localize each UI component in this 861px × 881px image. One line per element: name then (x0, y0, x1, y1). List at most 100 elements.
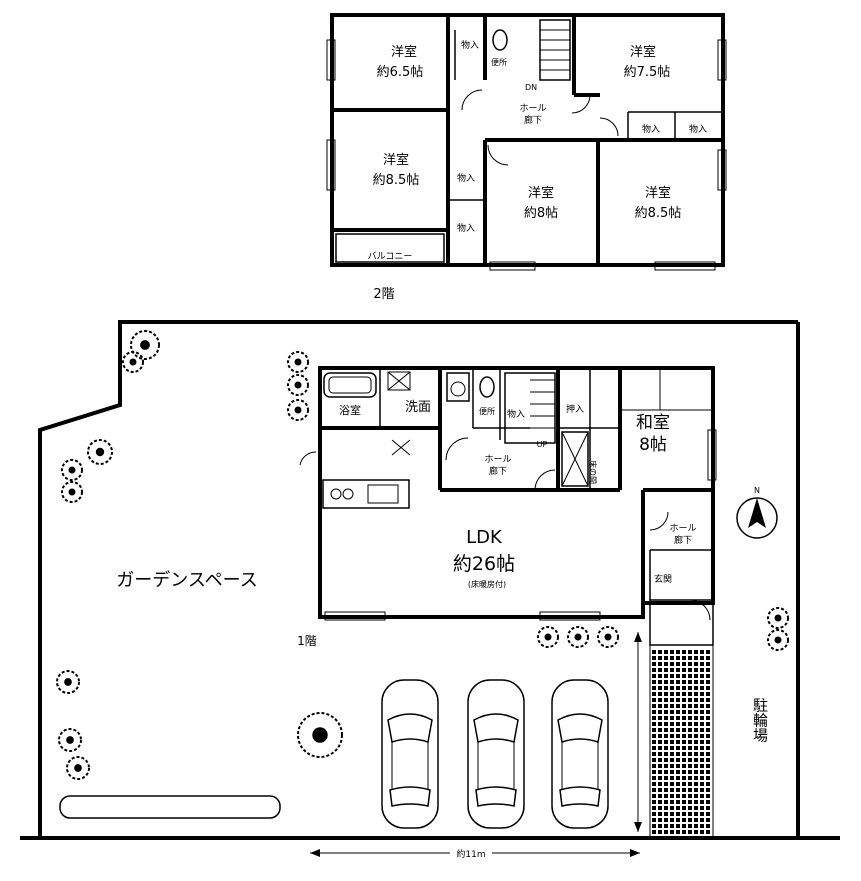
paving-tile (664, 722, 668, 726)
paving-tile (658, 722, 662, 726)
site-width-dimension: 約11m (456, 848, 485, 860)
closet-label: 物入 (457, 222, 475, 234)
paving-tile (652, 674, 656, 678)
paving-tile (676, 806, 680, 810)
paving-tile (658, 668, 662, 672)
paving-tile (652, 764, 656, 768)
paving-tile (670, 692, 674, 696)
closet-label: 物入 (689, 123, 707, 135)
paving-tile (652, 692, 656, 696)
toilet-label: 便所 (479, 406, 495, 416)
paving-tile (694, 668, 698, 672)
paving-tile (664, 788, 668, 792)
room-c-name: 洋室 (528, 185, 554, 201)
paving-tile (652, 770, 656, 774)
paving-tile (688, 728, 692, 732)
paving-tile (706, 752, 710, 756)
paving-tile (658, 680, 662, 684)
paving-tile (664, 734, 668, 738)
paving-tile (676, 704, 680, 708)
paving-tile (700, 758, 704, 762)
paving-tile (664, 746, 668, 750)
paving-tile (658, 692, 662, 696)
paving-tile (676, 782, 680, 786)
paving-tile (694, 746, 698, 750)
paving-tile (670, 680, 674, 684)
paving-tile (652, 650, 656, 654)
paving-tile (670, 830, 674, 834)
paving-tile (682, 770, 686, 774)
hall-label: ホール (484, 454, 511, 465)
approach-path (649, 644, 714, 839)
paving-tile (694, 758, 698, 762)
tree (287, 374, 309, 396)
paving-tile (670, 806, 674, 810)
paving-tile (652, 782, 656, 786)
paving-tile (658, 776, 662, 780)
dimension-lines: 約11m (310, 632, 642, 860)
paving-tile (664, 662, 668, 666)
washitsu-name: 和室 (636, 413, 670, 433)
paving-tile (658, 728, 662, 732)
paving-tile (664, 692, 668, 696)
paving-tile (658, 824, 662, 828)
tree (767, 629, 789, 651)
paving-tile (694, 710, 698, 714)
room-nw-size: 約6.5帖 (377, 65, 424, 80)
paving-tile (664, 716, 668, 720)
paving-tile (652, 734, 656, 738)
paving-tile (676, 746, 680, 750)
paving-tile (670, 728, 674, 732)
paving-tile (670, 722, 674, 726)
paving-tile (706, 794, 710, 798)
paving-tile (670, 818, 674, 822)
tree (297, 712, 343, 758)
closet-label: 物入 (461, 39, 479, 51)
paving-tile (682, 824, 686, 828)
paving-tile (652, 794, 656, 798)
paving-tile (676, 794, 680, 798)
garden-space-label: ガーデンスペース (116, 570, 257, 591)
room-e-size: 約8.5帖 (635, 206, 682, 221)
down-label: DN (525, 83, 537, 92)
paving-tile (682, 758, 686, 762)
room-w-size: 約8.5帖 (373, 173, 420, 188)
paving-tile (700, 650, 704, 654)
paving-tile (670, 794, 674, 798)
floor1-label: 1階 (297, 633, 317, 648)
tree (56, 670, 80, 694)
paving-tile (700, 734, 704, 738)
paving-tile (682, 818, 686, 822)
paving-tile (658, 764, 662, 768)
paving-tile (670, 650, 674, 654)
paving-tile (670, 710, 674, 714)
paving-tile (700, 782, 704, 786)
paving-tile (706, 698, 710, 702)
paving-tile (706, 650, 710, 654)
paving-tile (670, 758, 674, 762)
room-c-size: 約8帖 (524, 206, 558, 221)
north-label: N (754, 486, 760, 495)
paving-tile (664, 794, 668, 798)
stove (330, 488, 342, 500)
paving-tile (658, 752, 662, 756)
toilet-fixture (492, 29, 508, 51)
paving-tile (682, 776, 686, 780)
paving-tile (652, 806, 656, 810)
paving-tile (676, 650, 680, 654)
paving-tile (688, 812, 692, 816)
paving-tile (706, 668, 710, 672)
paving-tile (670, 770, 674, 774)
tree (767, 607, 789, 629)
paving-tile (706, 710, 710, 714)
paving-tile (700, 800, 704, 804)
paving-tile (652, 740, 656, 744)
paving-tile (670, 788, 674, 792)
paving-tile (658, 686, 662, 690)
paving-tile (706, 722, 710, 726)
room-ne-name: 洋室 (630, 44, 656, 60)
ldk-note: (床暖房付) (468, 579, 506, 589)
paving-tile (694, 704, 698, 708)
washroom-label: 洗面 (405, 400, 431, 415)
paving-tile (688, 650, 692, 654)
